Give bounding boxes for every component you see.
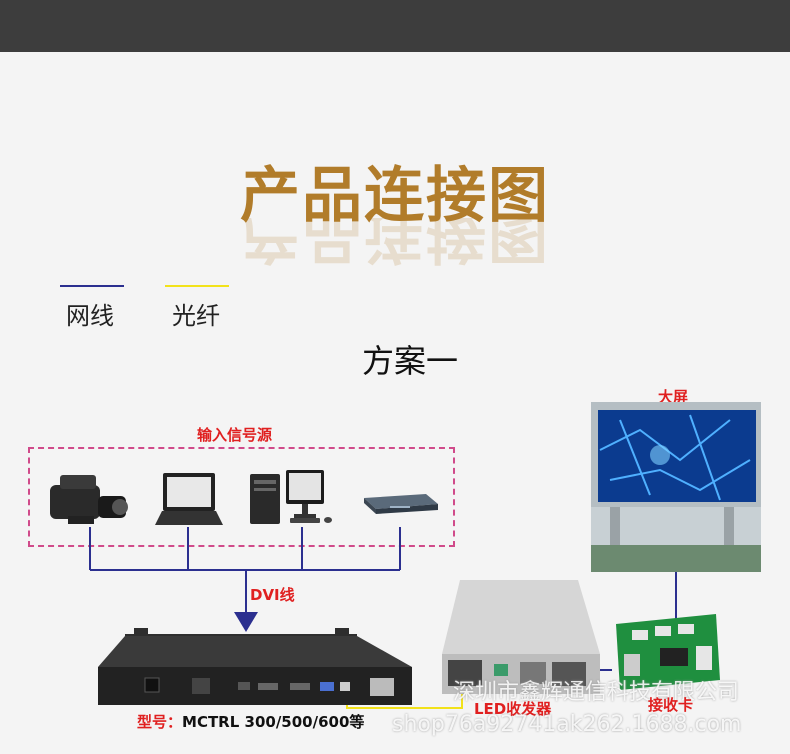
fiber-transceiver-icon bbox=[442, 580, 600, 694]
big-screen-label: 大屏 bbox=[658, 388, 689, 406]
input-sources-box bbox=[28, 447, 455, 547]
dvi-label: DVI线 bbox=[250, 586, 295, 604]
camera-icon bbox=[50, 475, 128, 524]
input-sources-label: 输入信号源 bbox=[197, 426, 273, 444]
dvd-player-icon bbox=[364, 494, 438, 514]
led-controller-icon bbox=[98, 628, 412, 705]
legend-fiber-label: 光纤 bbox=[172, 302, 220, 330]
legend-fiber-line bbox=[165, 285, 229, 287]
receiver-card-label: 接收卡 bbox=[648, 696, 694, 714]
watermark-url: shop76a92741ak262.1688.com bbox=[392, 712, 742, 737]
model-label: 型号： bbox=[137, 713, 183, 731]
page-title: 产品连接图 bbox=[240, 161, 550, 231]
watermark-company: 深圳市鑫辉通信科技有限公司 bbox=[453, 680, 740, 705]
network-cable-lines bbox=[89, 527, 677, 671]
top-bar bbox=[0, 0, 790, 52]
scheme-title: 方案一 bbox=[361, 342, 458, 380]
receiver-card-icon bbox=[616, 614, 720, 690]
legend-network-line bbox=[60, 285, 124, 287]
laptop-icon bbox=[155, 473, 223, 525]
desktop-computer-icon bbox=[250, 470, 332, 524]
led-screen-icon bbox=[591, 402, 761, 572]
legend-network-label: 网线 bbox=[66, 302, 114, 330]
model-value: MCTRL 300/500/600等 bbox=[182, 713, 365, 731]
dvi-arrow bbox=[234, 612, 258, 632]
model-text: 型号：MCTRL 300/500/600等 bbox=[137, 711, 364, 732]
led-transceiver-label: LED收发器 bbox=[474, 700, 552, 718]
